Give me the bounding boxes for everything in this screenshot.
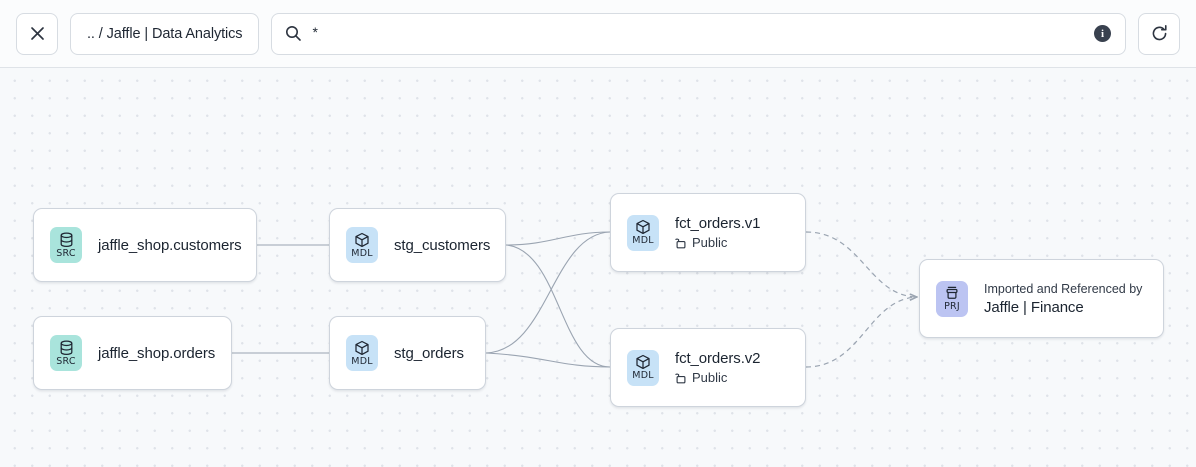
close-button[interactable] — [16, 12, 58, 55]
mdl-badge-label: MDL — [351, 355, 373, 367]
cube-icon — [635, 219, 651, 235]
node-fct-orders-v1[interactable]: MDL fct_orders.v1 Public — [610, 193, 806, 272]
mdl-badge: MDL — [627, 214, 659, 251]
unlock-icon — [675, 373, 686, 384]
cube-icon — [635, 354, 651, 370]
node-src-orders[interactable]: SRC jaffle_shop.orders — [33, 316, 232, 390]
node-title: Jaffle | Finance — [984, 298, 1084, 316]
edge-stg-customers-to-fct-v1 — [505, 231, 611, 246]
node-labels: jaffle_shop.orders — [98, 345, 215, 362]
node-title: stg_orders — [394, 344, 464, 362]
prj-badge-label: PRJ — [944, 301, 960, 313]
node-title: jaffle_shop.customers — [98, 236, 242, 254]
node-visibility-label: Public — [692, 370, 728, 385]
graph-canvas[interactable]: SRC jaffle_shop.customers SRC jaffle_sh — [0, 68, 1196, 467]
node-stg-orders[interactable]: MDL stg_orders — [329, 316, 486, 390]
node-title: jaffle_shop.orders — [98, 344, 216, 362]
refresh-button[interactable] — [1138, 12, 1180, 55]
edge-stg-customers-to-fct-v2 — [505, 244, 611, 368]
mdl-badge-label: MDL — [351, 247, 373, 259]
toolbar: .. / Jaffle | Data Analytics * i — [0, 0, 1196, 68]
node-labels: Imported and Referenced by Jaffle | Fina… — [984, 282, 1142, 316]
node-labels: jaffle_shop.customers — [98, 236, 242, 254]
database-icon — [59, 232, 74, 248]
edge-stg-orders-to-fct-v2 — [485, 352, 611, 368]
node-src-customers[interactable]: SRC jaffle_shop.customers — [33, 208, 257, 282]
search-value: * — [312, 23, 318, 40]
node-stg-customers[interactable]: MDL stg_customers — [329, 208, 506, 282]
node-caption: Imported and Referenced by — [984, 281, 1143, 296]
node-fct-orders-v2[interactable]: MDL fct_orders.v2 Public — [610, 328, 806, 407]
node-title: stg_customers — [394, 236, 491, 254]
mdl-badge: MDL — [346, 227, 378, 263]
node-project-jaffle-finance[interactable]: PRJ Imported and Referenced by Jaffle | … — [919, 259, 1164, 338]
info-icon[interactable]: i — [1094, 25, 1111, 42]
refresh-icon — [1152, 24, 1167, 41]
breadcrumb-button[interactable]: .. / Jaffle | Data Analytics — [70, 12, 260, 55]
node-visibility: Public — [675, 370, 760, 385]
mdl-badge: MDL — [346, 335, 378, 371]
search-input[interactable]: * i — [271, 12, 1126, 55]
mdl-badge-label: MDL — [632, 370, 654, 382]
database-icon — [59, 340, 74, 356]
search-icon — [286, 26, 302, 41]
close-icon — [30, 27, 44, 40]
cube-icon — [354, 340, 370, 356]
edge-fct-v1-to-project — [805, 231, 917, 297]
src-badge: SRC — [50, 335, 82, 371]
breadcrumb-label: .. / Jaffle | Data Analytics — [87, 25, 243, 42]
node-labels: stg_orders — [394, 345, 464, 362]
src-badge: SRC — [50, 227, 82, 263]
mdl-badge-label: MDL — [632, 235, 654, 247]
mdl-badge: MDL — [627, 349, 659, 386]
unlock-icon — [675, 238, 686, 249]
node-title: fct_orders.v2 — [675, 350, 761, 367]
cube-icon — [354, 232, 370, 248]
src-badge-label: SRC — [56, 247, 76, 259]
node-title: fct_orders.v1 — [675, 215, 761, 232]
src-badge-label: SRC — [56, 355, 76, 367]
prj-badge: PRJ — [936, 280, 968, 317]
project-box-icon — [944, 285, 960, 301]
node-labels: stg_customers — [394, 236, 491, 254]
node-visibility: Public — [675, 235, 760, 250]
node-visibility-label: Public — [692, 235, 728, 250]
node-labels: fct_orders.v1 Public — [675, 215, 761, 250]
edge-fct-v2-to-project — [805, 297, 917, 368]
node-labels: fct_orders.v2 Public — [675, 350, 761, 385]
